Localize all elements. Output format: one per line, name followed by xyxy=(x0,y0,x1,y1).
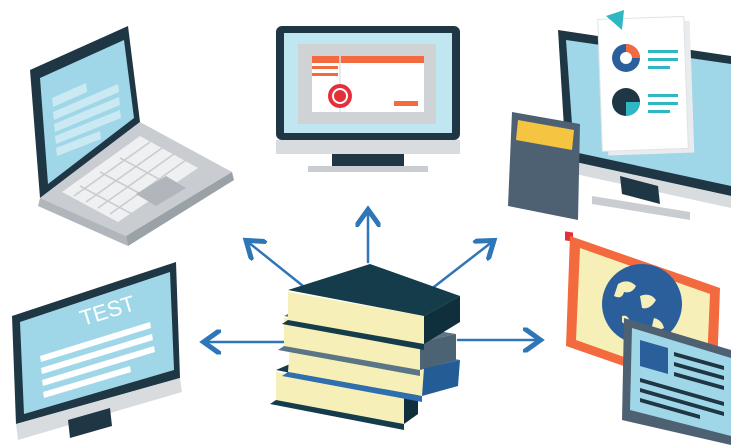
calculator-icon xyxy=(508,112,580,268)
books-stack-icon xyxy=(270,264,460,430)
arrows xyxy=(206,212,538,342)
arrow-up-left xyxy=(248,242,310,292)
laptop-icon xyxy=(30,26,234,246)
book-top xyxy=(288,292,424,344)
tablet-article-icon xyxy=(622,318,731,445)
test-monitor-icon: TEST xyxy=(12,262,182,440)
arrow-up-right xyxy=(428,242,492,292)
book-bottom xyxy=(276,372,404,424)
book-slate xyxy=(284,318,420,370)
report-document-icon xyxy=(597,10,695,156)
monitor-presentation-icon xyxy=(276,26,460,172)
